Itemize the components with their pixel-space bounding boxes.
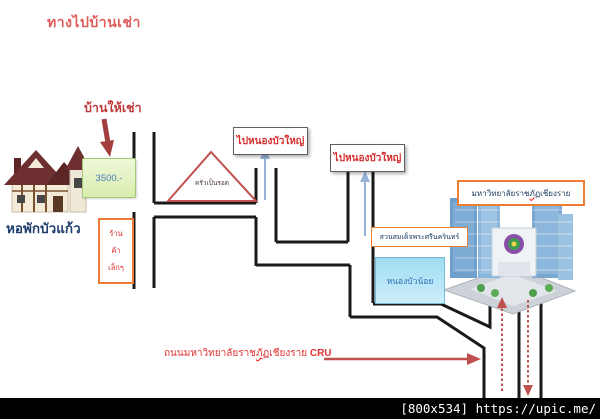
road-name-pre: ถนนมหาวิทยาลัยราช xyxy=(164,348,256,359)
road-name-post: เชียงราย xyxy=(269,348,310,359)
road-direction-arrow-icon xyxy=(324,353,481,365)
road-abbr: CRU xyxy=(309,348,332,359)
rent-house-pointer-arrow-icon xyxy=(100,118,114,157)
rent-house-illustration xyxy=(4,146,91,213)
dormitory-label: หอพักบัวแก้ว xyxy=(6,221,81,236)
rent-price-box: 3500.- xyxy=(82,158,136,198)
rent-house-label: บ้านให้เช่า xyxy=(84,101,142,115)
park-name-box: สวนสมเด็จพระศรีนครินทร์ xyxy=(371,227,468,247)
restaurant-label: ครัวเป็นรอด xyxy=(195,180,229,187)
sign-to-nong-bua-yai-right: ไปหนองบัวใหญ่ xyxy=(330,144,405,172)
park-name-text: สวนสมเด็จพระศรีนครินทร์ xyxy=(379,233,460,241)
rent-price-text: 3500.- xyxy=(95,172,123,184)
page-title: ทางไปบ้านเช่า xyxy=(47,14,141,30)
dotted-down-arrow-icon xyxy=(523,300,533,396)
dotted-up-arrow-icon xyxy=(497,297,507,391)
watermark-bar: [800x534] https://upic.me/ xyxy=(0,398,600,419)
up-arrow-right-icon xyxy=(360,171,370,236)
university-name-post: เชียงราย xyxy=(540,188,571,198)
watermark-text: [800x534] https://upic.me/ xyxy=(400,401,596,416)
sign-to-nong-bua-yai-left: ไปหนองบัวใหญ่ xyxy=(233,127,308,155)
shop-line: เล็กๆ xyxy=(108,263,124,272)
road-name-typo: ภัฏ xyxy=(255,348,270,359)
shop-line: ค้า xyxy=(111,246,121,255)
sign-text: ไปหนองบัวใหญ่ xyxy=(333,152,402,164)
sign-text: ไปหนองบัวใหญ่ xyxy=(236,135,305,147)
pond-name-text: หนองบัวน้อย xyxy=(386,275,434,286)
university-name-box: มหาวิทยาลัยราชภัฏเชียงราย xyxy=(457,180,585,206)
up-arrow-left-icon xyxy=(260,148,270,200)
road-name-label: ถนนมหาวิทยาลัยราชภัฏเชียงราย CRU xyxy=(164,346,332,361)
restaurant-triangle xyxy=(165,150,259,202)
university-name-pre: มหาวิทยาลัยราช xyxy=(471,188,530,198)
pond-box: หนองบัวน้อย xyxy=(375,257,445,304)
small-shop-box: ร้าน ค้า เล็กๆ xyxy=(98,218,134,284)
shop-line: ร้าน xyxy=(109,229,123,238)
university-name-typo: ภัฏ xyxy=(529,188,541,198)
